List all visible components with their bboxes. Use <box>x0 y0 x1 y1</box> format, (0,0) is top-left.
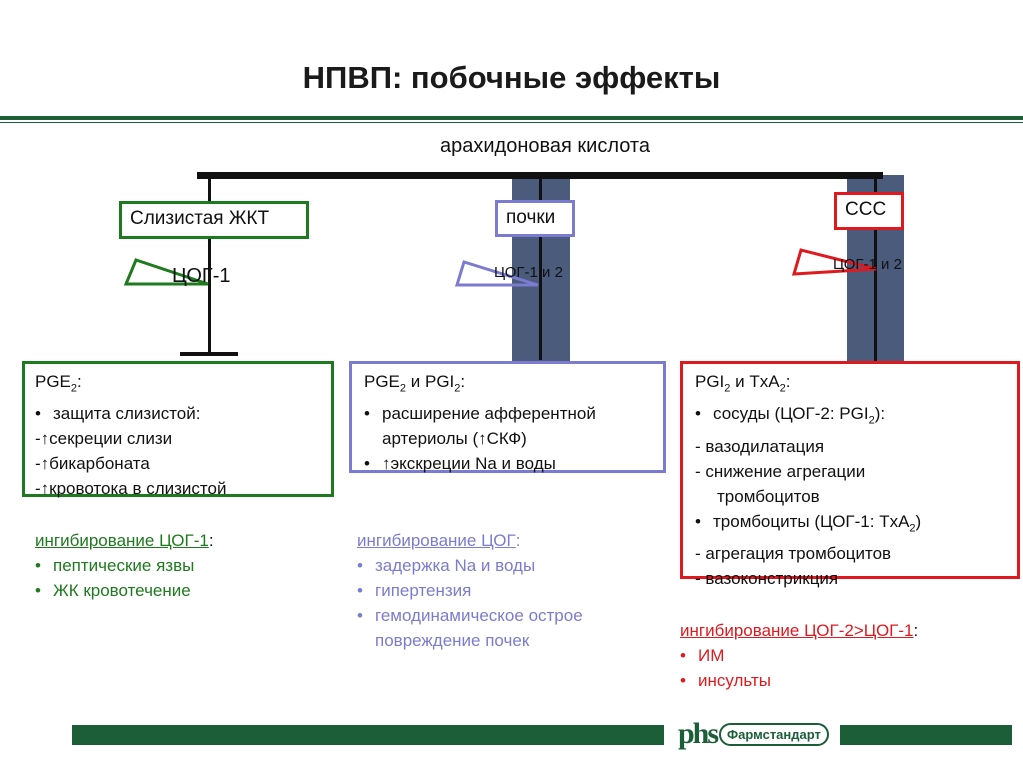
cvs-cox-label: ЦОГ-1 и 2 <box>833 256 902 273</box>
gi-info-box: PGE2: защита слизистой: -↑секреции слизи… <box>22 361 334 498</box>
kidney-label-box: почки <box>495 200 575 237</box>
cvs-effect-2: инсульты <box>680 668 1000 693</box>
arachidonic-acid-label: арахидоновая кислота <box>440 135 650 157</box>
cvs-line-vasodilation: - вазодилатация <box>695 436 825 456</box>
cvs-line-aggregation-decrease: - снижение агрегации <box>695 461 866 481</box>
cvs-label-box: ССС <box>834 192 904 230</box>
gi-box-title: PGE2: <box>35 372 82 395</box>
cvs-box-title: PGI2 и TxA2: <box>695 372 791 395</box>
gi-line-3: -↑кровотока в слизистой <box>35 479 227 499</box>
logo-name: Фармстандарт <box>719 722 829 746</box>
cvs-effect-1: ИМ <box>680 643 1000 668</box>
cvs-inhibition-title: ингибирование ЦОГ-2>ЦОГ-1 <box>680 621 914 640</box>
cvs-info-box: PGI2 и TxA2: сосуды (ЦОГ-2: PGI2): - ваз… <box>680 361 1020 588</box>
gi-label-box: Слизистая ЖКТ <box>119 201 309 239</box>
cvs-platelets-bullet: тромбоциты (ЦОГ-1: TxA2) <box>695 509 1005 541</box>
gi-effect-1: пептические язвы <box>35 553 335 578</box>
cvs-inhibition: ингибирование ЦОГ-2>ЦОГ-1: ИМ инсульты <box>680 618 1000 693</box>
cvs-stem <box>874 172 877 362</box>
kidney-cox-triangle <box>454 260 539 287</box>
title-rule <box>0 116 1023 120</box>
cvs-line-vasoconstriction: - вазоконстрикция <box>695 569 839 589</box>
gi-cox-label: ЦОГ-1 <box>172 265 231 287</box>
cvs-cox-triangle <box>791 248 877 276</box>
gi-line-1: -↑секреции слизи <box>35 429 173 449</box>
gi-bullet: защита слизистой: <box>35 401 321 426</box>
kidney-bullet-1: расширение афферентной артериолы (↑СКФ) <box>364 401 651 451</box>
kidney-bullet-2: ↑экскреции Na и воды <box>364 451 651 476</box>
footer-bar-left <box>72 725 664 745</box>
gi-inhibition: ингибирование ЦОГ-1: пептические язвы ЖК… <box>35 528 335 603</box>
kidney-info-box: PGE2 и PGI2: расширение афферентной арте… <box>349 361 666 476</box>
gi-line-2: -↑бикарбоната <box>35 454 150 474</box>
kidney-inhibition: ингибирование ЦОГ: задержка Na и воды ги… <box>357 528 657 653</box>
footer-bar-right <box>840 725 1012 745</box>
pharmstandard-logo: phs Фармстандарт <box>678 716 829 752</box>
gi-stem <box>208 172 211 355</box>
kidney-effect-1: задержка Na и воды <box>357 553 657 578</box>
kidney-cox-label: ЦОГ-1 и 2 <box>494 264 563 281</box>
kidney-stem <box>539 172 542 360</box>
kidney-effect-2: гипертензия <box>357 578 657 603</box>
title-rule-thin <box>0 122 1023 123</box>
cvs-line-platelets: тромбоцитов <box>717 486 820 506</box>
logo-mark: phs <box>678 717 719 750</box>
gi-effect-2: ЖК кровотечение <box>35 578 335 603</box>
gi-inhibition-title: ингибирование ЦОГ-1 <box>35 531 209 550</box>
gi-base <box>180 352 238 356</box>
kidney-inhibition-title: ингибирование ЦОГ <box>357 531 516 550</box>
cvs-vessels-bullet: сосуды (ЦОГ-2: PGI2): <box>695 401 1005 433</box>
kidney-effect-3: гемодинамическое острое повреждение поче… <box>357 603 657 653</box>
page-title: НПВП: побочные эффекты <box>302 60 721 95</box>
kidney-box-title: PGE2 и PGI2: <box>364 372 466 395</box>
gi-cox-triangle <box>123 258 209 286</box>
cvs-line-aggregation: - агрегация тромбоцитов <box>695 544 892 564</box>
